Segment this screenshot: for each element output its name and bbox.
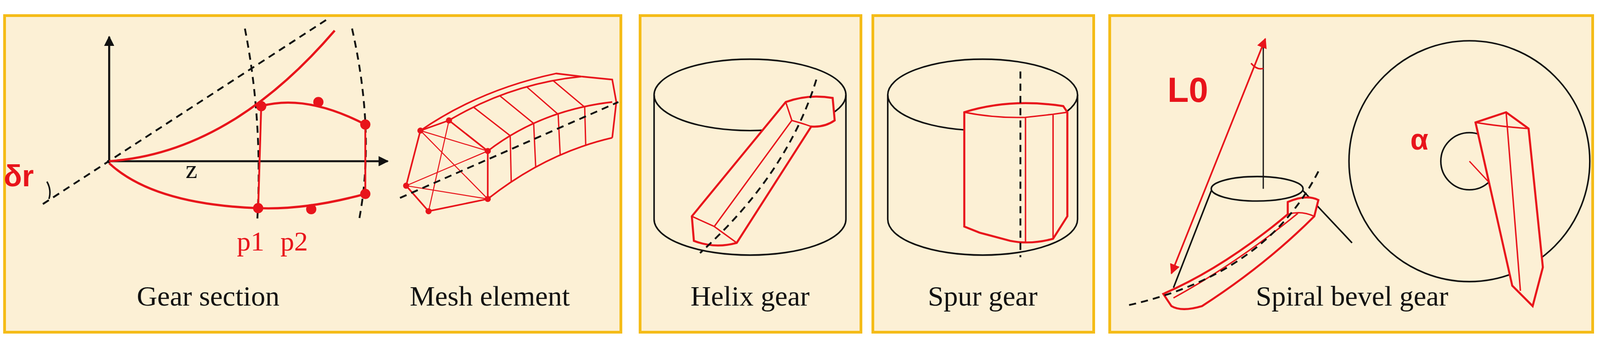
section-point xyxy=(313,96,324,107)
symbol-label: p1 xyxy=(236,227,265,255)
mesh-node xyxy=(484,195,491,202)
figure-panel: Helix gear xyxy=(638,14,863,334)
mesh-nodes xyxy=(403,117,492,214)
dashed-axis xyxy=(400,101,619,198)
cone-axis xyxy=(1262,40,1265,189)
gear-section-drawing xyxy=(43,18,389,223)
section-points xyxy=(252,96,371,214)
section-edge xyxy=(261,102,366,125)
tooth-edge xyxy=(1475,112,1529,291)
panel-caption: Spur gear xyxy=(927,279,1038,313)
gear-tooth xyxy=(964,103,1068,243)
symbol-label: p2 xyxy=(280,227,308,255)
section-edge xyxy=(364,124,367,194)
mesh-edge xyxy=(449,76,582,121)
section-point xyxy=(256,100,267,111)
panel-ground xyxy=(638,14,863,334)
mesh-edge xyxy=(487,101,613,151)
cylinder-body xyxy=(654,94,847,255)
section-point xyxy=(360,188,371,199)
tooth-profile xyxy=(109,163,366,209)
tooth-profile xyxy=(109,30,335,162)
bevel-gear-drawing xyxy=(1124,38,1590,309)
mesh-triangles xyxy=(405,120,488,211)
mesh-element-drawing xyxy=(400,73,619,214)
panel-caption: Helix gear xyxy=(690,279,810,313)
tooth-edge xyxy=(691,101,812,243)
panel-ground xyxy=(1108,14,1595,334)
mesh-edge xyxy=(420,73,582,131)
panel-caption: Mesh element xyxy=(409,279,570,313)
section-point xyxy=(252,202,264,214)
section-point xyxy=(306,203,317,214)
panel-ground xyxy=(3,14,1595,334)
mesh-node xyxy=(484,147,491,154)
section-point xyxy=(360,119,371,130)
angle-arc xyxy=(46,181,50,199)
figure-panel: Spur gear xyxy=(871,14,1096,334)
panel-ground xyxy=(3,14,623,334)
mesh-edge xyxy=(487,137,613,199)
dashed-curve xyxy=(244,28,259,223)
symbol-label: L0 xyxy=(1167,72,1209,108)
mesh-face xyxy=(405,120,488,211)
dashed-axis xyxy=(1019,71,1022,258)
figure-panel: Gear section Mesh element xyxy=(3,14,623,334)
cone-top xyxy=(1210,176,1303,201)
mesh-node xyxy=(403,182,410,189)
mesh-node xyxy=(445,117,452,124)
gear-outline xyxy=(1348,40,1590,282)
tooth-edge xyxy=(964,112,1068,243)
panel-ground xyxy=(871,14,1096,334)
section-edge xyxy=(257,105,262,208)
symbol-label: δr xyxy=(3,160,34,191)
figure-panel: Spiral bevel gear xyxy=(1108,14,1595,334)
dashed-axis xyxy=(700,79,817,253)
spur-gear-drawing xyxy=(887,59,1078,257)
symbol-label: α xyxy=(1410,124,1429,154)
mesh-node xyxy=(425,208,432,214)
gear-tooth xyxy=(1475,112,1543,307)
mesh-node xyxy=(417,127,424,134)
gear-tooth xyxy=(691,96,835,246)
mesh-ribs xyxy=(473,80,586,182)
axis-arrow xyxy=(107,159,388,162)
panel-caption: Spiral bevel gear xyxy=(1255,279,1449,313)
axis-arrow xyxy=(108,36,110,164)
mesh-edge xyxy=(581,76,617,138)
cylinder-body xyxy=(887,94,1078,255)
dashed-axis xyxy=(43,18,329,204)
panel-caption: Gear section xyxy=(136,279,280,313)
helix-gear-drawing xyxy=(654,59,847,255)
symbol-label: z xyxy=(185,155,198,183)
